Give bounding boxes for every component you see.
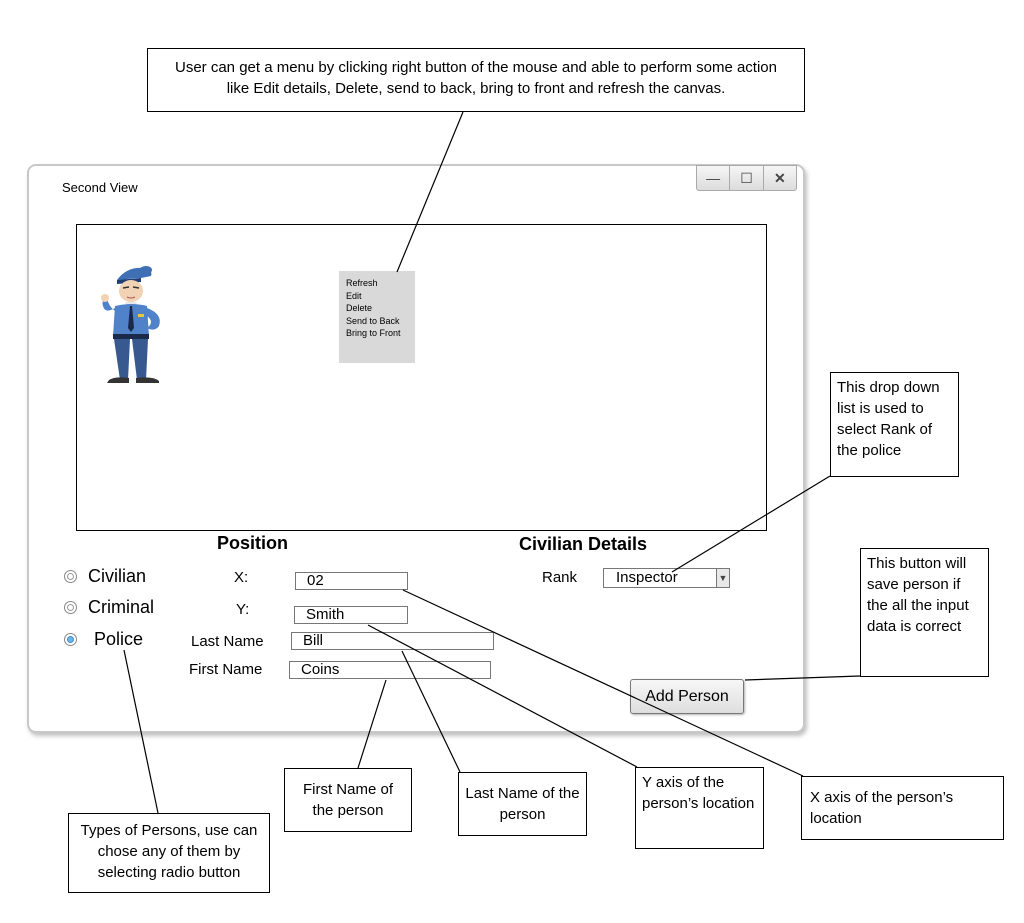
radio-criminal-label: Criminal	[88, 597, 155, 617]
police-officer-icon[interactable]	[101, 262, 177, 386]
last-name-input[interactable]: Bill	[291, 632, 494, 650]
radio-police-icon[interactable]	[64, 633, 77, 646]
y-input[interactable]: Smith	[294, 606, 408, 624]
note-rank-dropdown: This drop down list is used to select Ra…	[830, 372, 959, 477]
context-menu-item-send-to-back[interactable]: Send to Back	[346, 315, 400, 326]
y-label: Y:	[236, 601, 250, 618]
first-name-input[interactable]: Coins	[289, 661, 491, 679]
rank-selected-value[interactable]: Inspector	[603, 568, 717, 588]
radio-civilian-icon[interactable]	[64, 570, 77, 583]
chevron-down-icon[interactable]: ▼	[717, 568, 730, 588]
radio-police[interactable]: Police	[64, 629, 143, 650]
note-x-axis: X axis of the person’s location	[801, 776, 1004, 840]
radio-criminal[interactable]: Criminal	[64, 597, 154, 618]
context-menu: Refresh Edit Delete Send to Back Bring t…	[339, 271, 415, 363]
context-menu-item-edit[interactable]: Edit	[346, 290, 362, 301]
rank-dropdown[interactable]: Inspector ▼	[603, 568, 730, 588]
note-y-axis: Y axis of the person’s location	[635, 767, 764, 849]
note-person-types: Types of Persons, use can chose any of t…	[68, 813, 270, 893]
context-menu-item-bring-to-front[interactable]: Bring to Front	[346, 328, 401, 339]
radio-police-label: Police	[94, 629, 144, 649]
note-last-name: Last Name of the person	[458, 772, 587, 836]
first-name-label: First Name	[189, 661, 263, 678]
x-label: X:	[234, 569, 249, 586]
civilian-details-heading: Civilian Details	[519, 534, 648, 554]
note-context-menu: User can get a menu by clicking right bu…	[147, 48, 805, 112]
context-menu-item-refresh[interactable]: Refresh	[346, 278, 378, 288]
maximize-icon[interactable]: ☐	[730, 166, 764, 190]
drawing-canvas[interactable]: Refresh Edit Delete Send to Back Bring t…	[76, 224, 767, 531]
last-name-label: Last Name	[191, 633, 264, 650]
window-title: Second View	[62, 180, 138, 195]
note-first-name: First Name of the person	[284, 768, 412, 832]
x-input[interactable]: 02	[295, 572, 408, 590]
position-heading: Position	[217, 533, 288, 553]
window-controls: — ☐ ✕	[696, 165, 797, 191]
add-person-button[interactable]: Add Person	[630, 679, 744, 714]
note-add-button: This button will save person if the all …	[860, 548, 989, 677]
close-icon[interactable]: ✕	[773, 169, 786, 186]
radio-civilian[interactable]: Civilian	[64, 566, 146, 587]
context-menu-item-delete[interactable]: Delete	[346, 303, 373, 314]
rank-label: Rank	[542, 569, 578, 586]
radio-criminal-icon[interactable]	[64, 601, 77, 614]
minimize-icon[interactable]: —	[697, 166, 731, 190]
radio-civilian-label: Civilian	[88, 566, 147, 586]
